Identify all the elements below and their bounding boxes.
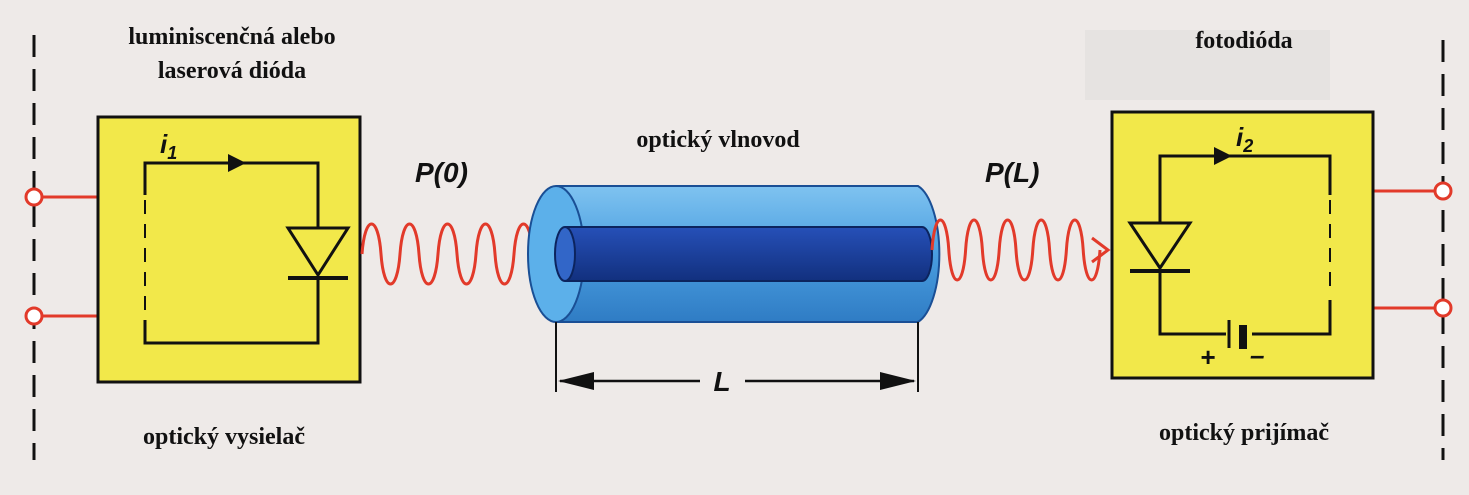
receiver-caption: optický prijímač [1159, 420, 1329, 446]
photodiode-caption: fotodióda [1195, 28, 1292, 54]
waveguide-core [565, 226, 933, 282]
output-terminal-top [1433, 181, 1453, 201]
current-label-2: i2 [1236, 122, 1253, 156]
battery-plate-short [1239, 325, 1247, 349]
battery-minus-label: – [1250, 340, 1264, 370]
photodiode-icon [1127, 221, 1193, 271]
length-arrow-left [558, 372, 594, 390]
waveguide-core-face [554, 226, 576, 282]
transmitter-diode-icon [285, 226, 351, 278]
length-dimension: L [555, 322, 919, 397]
length-arrow-right [880, 372, 916, 390]
power-out-label: P(L) [985, 157, 1039, 188]
optical-waveguide [527, 185, 941, 323]
signal-wave-in [360, 222, 554, 286]
power-in-label: P(0) [415, 157, 468, 188]
receiver-circuit-left [1158, 272, 1226, 336]
current-label-1: i1 [160, 129, 177, 163]
current-arrow-2 [1214, 147, 1232, 165]
transmitter-diode-caption-line2: laserová dióda [158, 58, 306, 84]
transmitter-diode-caption-line1: luminiscenčná alebo [128, 24, 335, 50]
transmitter-block: i1 [24, 115, 362, 384]
battery-plus-label: + [1200, 342, 1215, 372]
input-terminal-top [24, 187, 44, 207]
signal-arrow-out [1091, 236, 1111, 264]
receiver-circuit-top [1158, 154, 1332, 223]
current-arrow-1 [228, 154, 246, 172]
length-label: L [713, 366, 730, 397]
signal-wave-out [930, 218, 1102, 282]
waveguide-caption: optický vlnovod [636, 127, 800, 153]
transmitter-caption: optický vysielač [143, 424, 305, 450]
transmitter-circuit-bottom [143, 280, 320, 345]
output-terminal-bottom [1433, 298, 1453, 318]
receiver-block: + – i2 [1110, 110, 1453, 380]
photodiode-label-bg [1085, 30, 1330, 100]
receiver-circuit-right [1252, 300, 1332, 336]
input-terminal-bottom [24, 306, 44, 326]
